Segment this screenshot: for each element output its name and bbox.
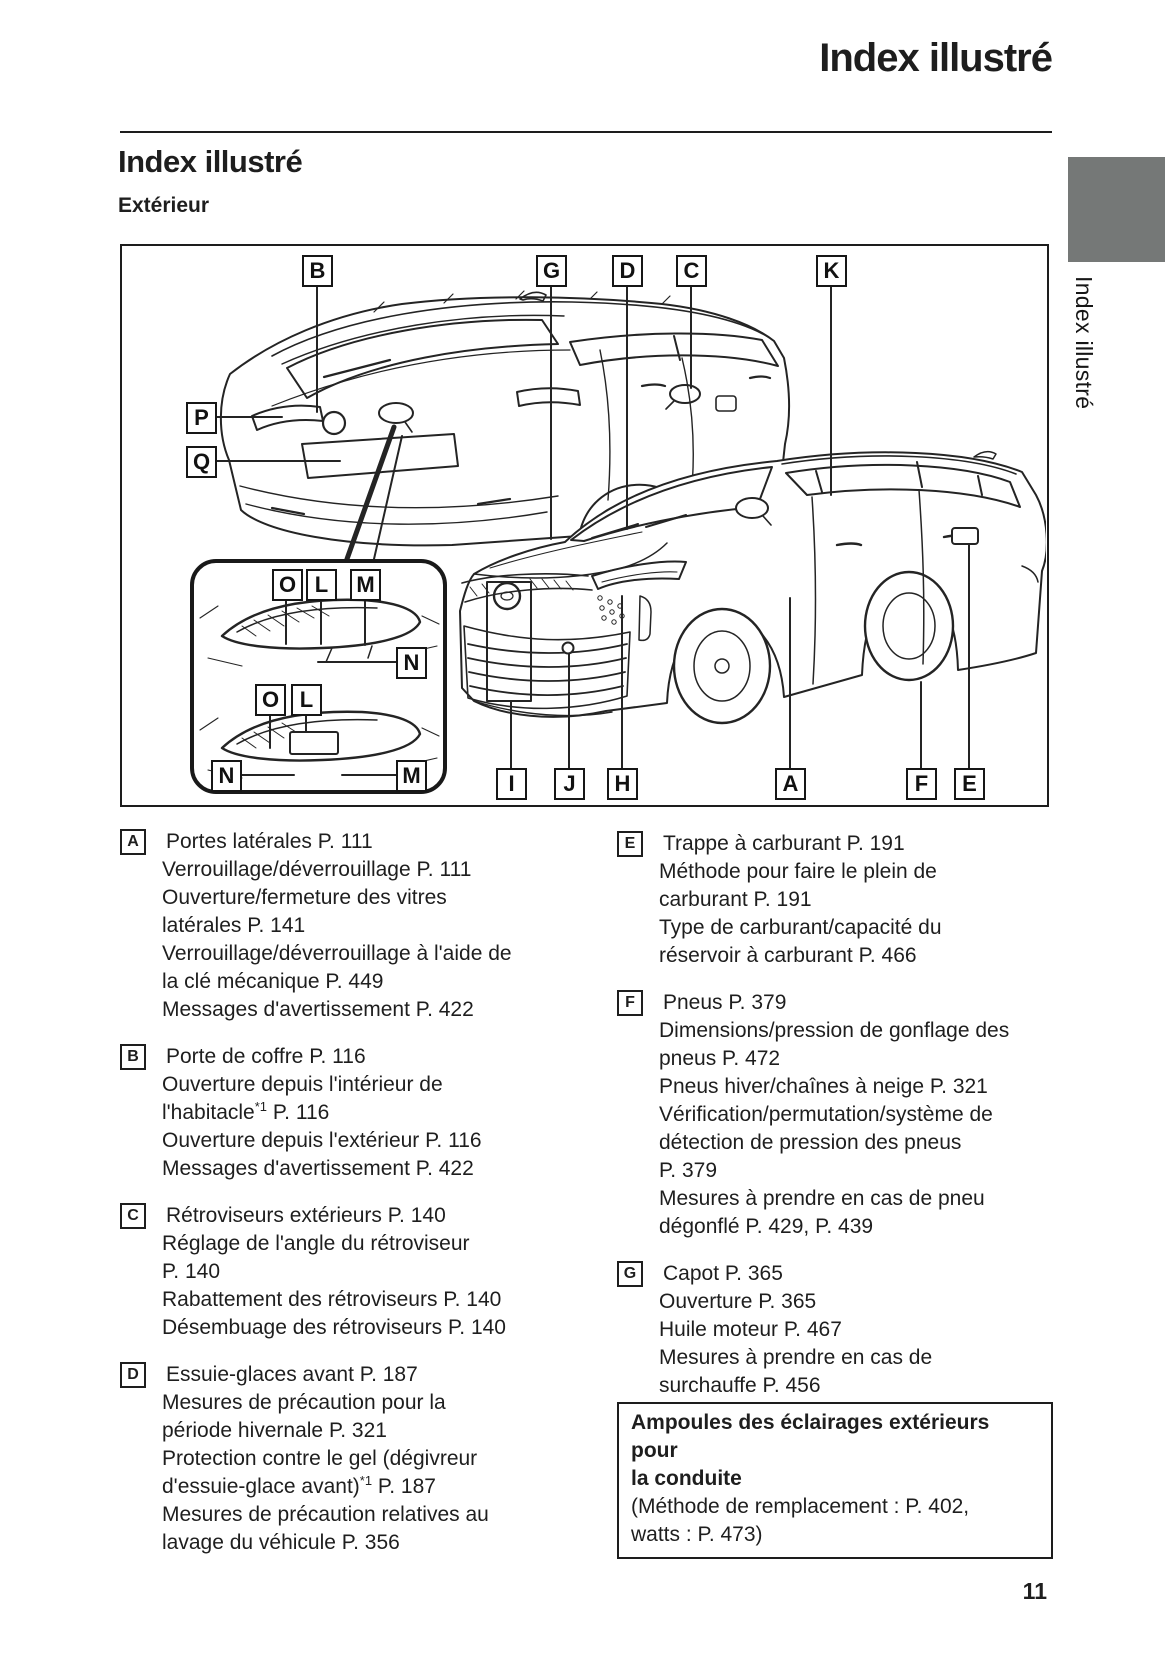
entry-line: P. 379	[659, 1159, 718, 1182]
entry-line: Ouverture/fermeture des vitres	[162, 886, 447, 909]
entry-line: surchauffe P. 456	[659, 1374, 821, 1397]
index-entry-B: B Porte de coffre P. 116 Ouverture depuis…	[120, 1043, 582, 1183]
entry-line: latérales P. 141	[162, 914, 306, 937]
entry-title: Portes latérales P. 111	[166, 830, 373, 853]
front-car-drawing	[459, 450, 1046, 725]
diagram-label-L2: L	[291, 684, 322, 716]
entry-line: P. 140	[162, 1260, 221, 1283]
chapter-side-label: Index illustré	[1071, 276, 1097, 410]
entry-line: l'habitacle*1 P. 116	[162, 1099, 330, 1124]
entry-line: Méthode pour faire le plein de	[659, 860, 937, 883]
entry-line: Dimensions/pression de gonflage des	[659, 1019, 1010, 1042]
entry-line: la clé mécanique P. 449	[162, 970, 384, 993]
diagram-label-B: B	[302, 255, 333, 287]
diagram-label-E: E	[954, 768, 985, 800]
entry-key-badge: B	[120, 1044, 146, 1070]
entry-line: Verrouillage/déverrouillage P. 111	[162, 858, 472, 881]
diagram-label-L1: L	[306, 569, 337, 601]
entry-line: détection de pression des pneus	[659, 1131, 962, 1154]
note-body-line: (Méthode de remplacement : P. 402,	[631, 1495, 970, 1518]
index-entry-A: A Portes latérales P. 111 Verrouillage/dé…	[120, 828, 582, 1024]
diagram-label-Q: Q	[186, 446, 217, 478]
exterior-diagram-figure: B G D C K P Q O L M N O L N M I J H A F …	[120, 244, 1049, 807]
entry-key-badge: G	[617, 1261, 643, 1287]
diagram-label-N1: N	[396, 647, 427, 679]
entry-line: Désembuage des rétroviseurs P. 140	[162, 1316, 506, 1339]
entry-line: Verrouillage/déverrouillage à l'aide de	[162, 942, 512, 965]
entry-line: Type de carburant/capacité du	[659, 916, 942, 939]
diagram-label-I: I	[496, 768, 527, 800]
diagram-label-A: A	[775, 768, 806, 800]
entry-line: dégonflé P. 429, P. 439	[659, 1215, 874, 1238]
diagram-label-H: H	[607, 768, 638, 800]
diagram-label-F: F	[906, 768, 937, 800]
entry-title: Rétroviseurs extérieurs P. 140	[166, 1204, 446, 1227]
entry-key-badge: D	[120, 1362, 146, 1388]
entry-key-badge: E	[617, 831, 643, 857]
entry-title: Porte de coffre P. 116	[166, 1045, 366, 1068]
diagram-label-J: J	[554, 768, 585, 800]
diagram-label-D: D	[612, 255, 643, 287]
entry-line: Mesures de précaution relatives au	[162, 1503, 489, 1526]
running-header-title: Index illustré	[819, 36, 1053, 80]
diagram-label-O1: O	[272, 569, 303, 601]
mirror-detail-drawing	[199, 598, 440, 779]
diagram-label-M2: M	[396, 760, 427, 792]
entry-title: Capot P. 365	[663, 1262, 783, 1285]
header-rule	[120, 131, 1052, 133]
diagram-label-M1: M	[350, 569, 381, 601]
page-number: 11	[1022, 1578, 1047, 1604]
index-column-left: A Portes latérales P. 111 Verrouillage/dé…	[120, 828, 582, 1576]
entry-line: Ouverture depuis l'intérieur de	[162, 1073, 443, 1096]
entry-key-badge: F	[617, 990, 643, 1016]
entry-line: Huile moteur P. 467	[659, 1318, 842, 1341]
index-entry-D: D Essuie-glaces avant P. 187 Mesures de p…	[120, 1361, 582, 1557]
footnote-marker: *1	[254, 1099, 268, 1114]
index-entry-F: F Pneus P. 379 Dimensions/pression de gon…	[617, 989, 1053, 1241]
index-entry-C: C Rétroviseurs extérieurs P. 140 Réglage …	[120, 1202, 582, 1342]
index-entry-G: G Capot P. 365 Ouverture P. 365 Huile mot…	[617, 1260, 1053, 1400]
diagram-label-G: G	[536, 255, 567, 287]
entry-line: lavage du véhicule P. 356	[162, 1531, 400, 1554]
note-title-line: la conduite	[631, 1467, 742, 1490]
entry-line: Pneus hiver/chaînes à neige P. 321	[659, 1075, 988, 1098]
index-column-right: E Trappe à carburant P. 191 Méthode pour …	[617, 830, 1053, 1559]
entry-key-badge: C	[120, 1203, 146, 1229]
note-title-line: Ampoules des éclairages extérieurs pour	[631, 1411, 990, 1462]
entry-line: réservoir à carburant P. 466	[659, 944, 917, 967]
diagram-label-O2: O	[255, 684, 286, 716]
entry-line: Ouverture P. 365	[659, 1290, 817, 1313]
entry-line: Mesures à prendre en cas de	[659, 1346, 933, 1369]
entry-line: Messages d'avertissement P. 422	[162, 1157, 474, 1180]
entry-line: Messages d'avertissement P. 422	[162, 998, 474, 1021]
index-entry-E: E Trappe à carburant P. 191 Méthode pour …	[617, 830, 1053, 970]
entry-line: pneus P. 472	[659, 1047, 781, 1070]
page-title: Index illustré	[118, 144, 303, 179]
bulb-replacement-note: Ampoules des éclairages extérieurs pour …	[617, 1402, 1053, 1559]
note-body-line: watts : P. 473)	[631, 1523, 763, 1546]
entry-line: Ouverture depuis l'extérieur P. 116	[162, 1129, 482, 1152]
entry-line: période hivernale P. 321	[162, 1419, 387, 1442]
entry-line: Rabattement des rétroviseurs P. 140	[162, 1288, 502, 1311]
entry-line: Mesures de précaution pour la	[162, 1391, 446, 1414]
subsection-title: Extérieur	[118, 194, 210, 217]
leader-lines	[215, 284, 970, 769]
diagram-label-C: C	[676, 255, 707, 287]
entry-line: carburant P. 191	[659, 888, 812, 911]
diagram-label-K: K	[816, 255, 847, 287]
entry-line: Mesures à prendre en cas de pneu	[659, 1187, 985, 1210]
diagram-label-N2: N	[211, 760, 242, 792]
entry-line: d'essuie-glace avant)*1 P. 187	[162, 1473, 436, 1498]
diagram-label-P: P	[186, 402, 217, 434]
entry-title: Trappe à carburant P. 191	[663, 832, 905, 855]
vehicle-line-art	[215, 284, 1046, 769]
entry-line: Protection contre le gel (dégivreur	[162, 1447, 478, 1470]
entry-title: Pneus P. 379	[663, 991, 787, 1014]
entry-title: Essuie-glaces avant P. 187	[166, 1363, 418, 1386]
entry-line: Réglage de l'angle du rétroviseur	[162, 1232, 470, 1255]
entry-key-badge: A	[120, 829, 146, 855]
footnote-marker: *1	[359, 1473, 373, 1488]
entry-line: Vérification/permutation/système de	[659, 1103, 993, 1126]
chapter-tab-marker	[1068, 157, 1165, 262]
